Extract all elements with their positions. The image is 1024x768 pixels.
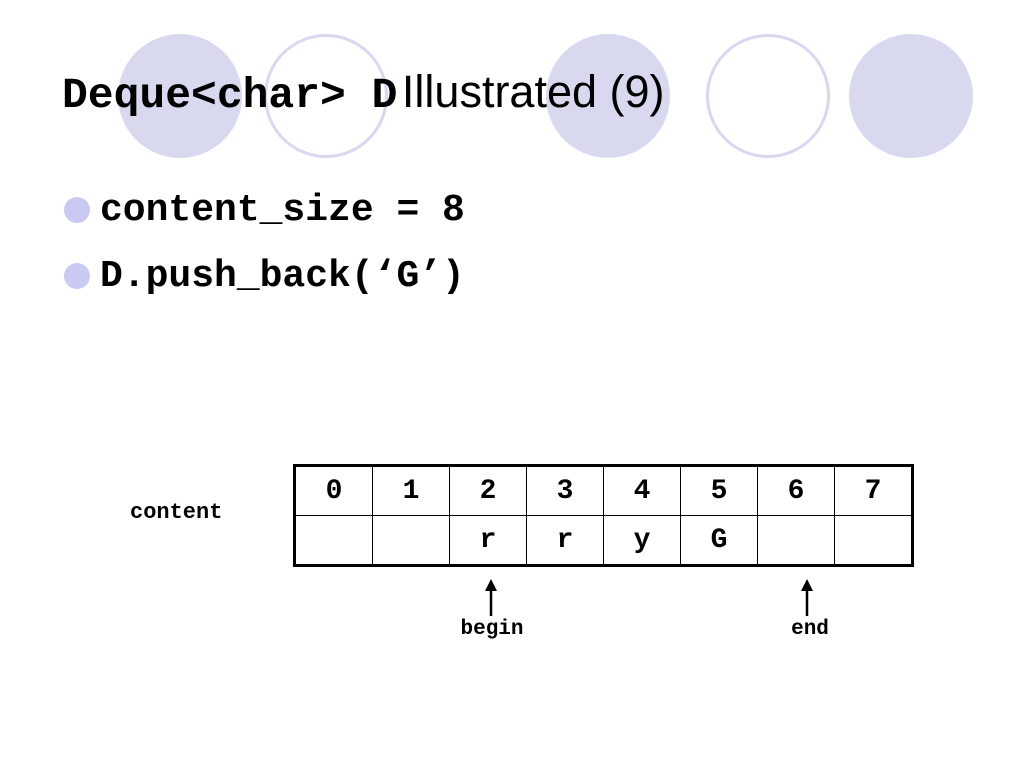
index-cell: 0: [294, 465, 373, 516]
bullet-item: D.push_back(‘G’): [62, 252, 465, 318]
value-cell: y: [603, 515, 681, 566]
decor-circle-filled: [849, 34, 973, 158]
bullet-list: content_size = 8 D.push_back(‘G’): [62, 186, 465, 318]
value-cell: r: [526, 515, 604, 566]
index-cell: 3: [526, 465, 604, 516]
deque-array: 0 1 2 3 4 5 6 7 r r y G: [293, 464, 914, 567]
value-row: r r y G: [294, 515, 913, 566]
bullet-item: content_size = 8: [62, 186, 465, 252]
value-cell: [294, 515, 373, 566]
end-label: end: [791, 618, 829, 641]
bullet-text: content_size = 8: [100, 189, 465, 232]
bullet-text: D.push_back(‘G’): [100, 255, 465, 298]
bullet-dot-icon: [64, 197, 90, 223]
value-cell: [372, 515, 450, 566]
index-cell: 4: [603, 465, 681, 516]
decor-circle-filled: [118, 34, 242, 158]
decor-circle-filled: [546, 34, 670, 158]
begin-arrow-icon: [485, 579, 497, 616]
index-cell: 5: [680, 465, 758, 516]
index-cell: 2: [449, 465, 527, 516]
index-cell: 7: [834, 465, 913, 516]
content-label: content: [130, 500, 223, 525]
bullet-dot-icon: [64, 263, 90, 289]
index-row: 0 1 2 3 4 5 6 7: [294, 465, 913, 516]
decor-circle-ring: [706, 34, 830, 158]
value-cell: [757, 515, 835, 566]
end-arrow-icon: [801, 579, 813, 616]
value-cell: [834, 515, 913, 566]
decor-circle-ring: [264, 34, 388, 158]
title-text: Illustrated (9): [401, 66, 665, 117]
title-code: Deque<char> D: [62, 71, 398, 120]
begin-label: begin: [460, 618, 524, 641]
slide-title: Deque<char> D Illustrated (9): [62, 66, 665, 130]
index-cell: 1: [372, 465, 450, 516]
value-cell: G: [680, 515, 758, 566]
index-cell: 6: [757, 465, 835, 516]
value-cell: r: [449, 515, 527, 566]
